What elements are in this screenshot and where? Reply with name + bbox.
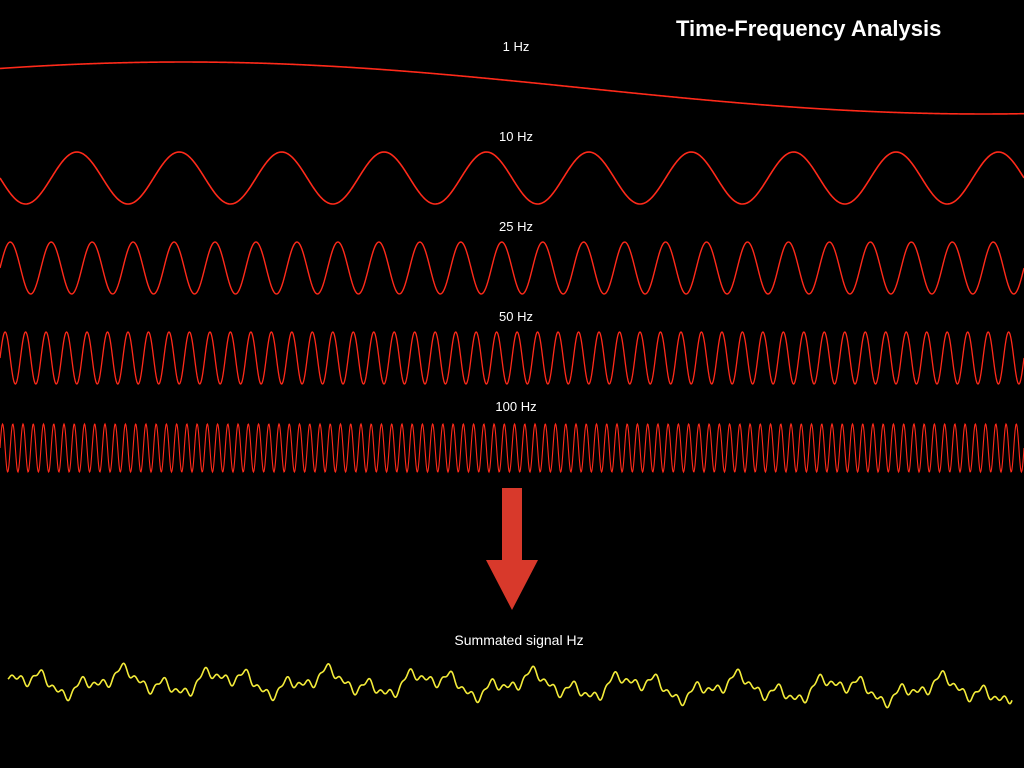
wave-50hz — [0, 331, 1024, 385]
label-1hz: 1 Hz — [502, 39, 530, 54]
wave-100hz — [0, 422, 1024, 474]
label-25hz: 25 Hz — [499, 219, 533, 234]
wave-summed — [7, 662, 1013, 709]
slide-title: Time-Frequency Analysis — [676, 16, 942, 41]
wave-1hz — [0, 61, 1024, 115]
down-arrow-icon — [486, 488, 538, 610]
wave-25hz — [0, 241, 1024, 295]
label-50hz: 50 Hz — [499, 309, 533, 324]
label-10hz: 10 Hz — [499, 129, 533, 144]
wave-10hz — [0, 151, 1024, 205]
summed-signal-label: Summated signal Hz — [454, 632, 584, 648]
label-100hz: 100 Hz — [495, 399, 537, 414]
